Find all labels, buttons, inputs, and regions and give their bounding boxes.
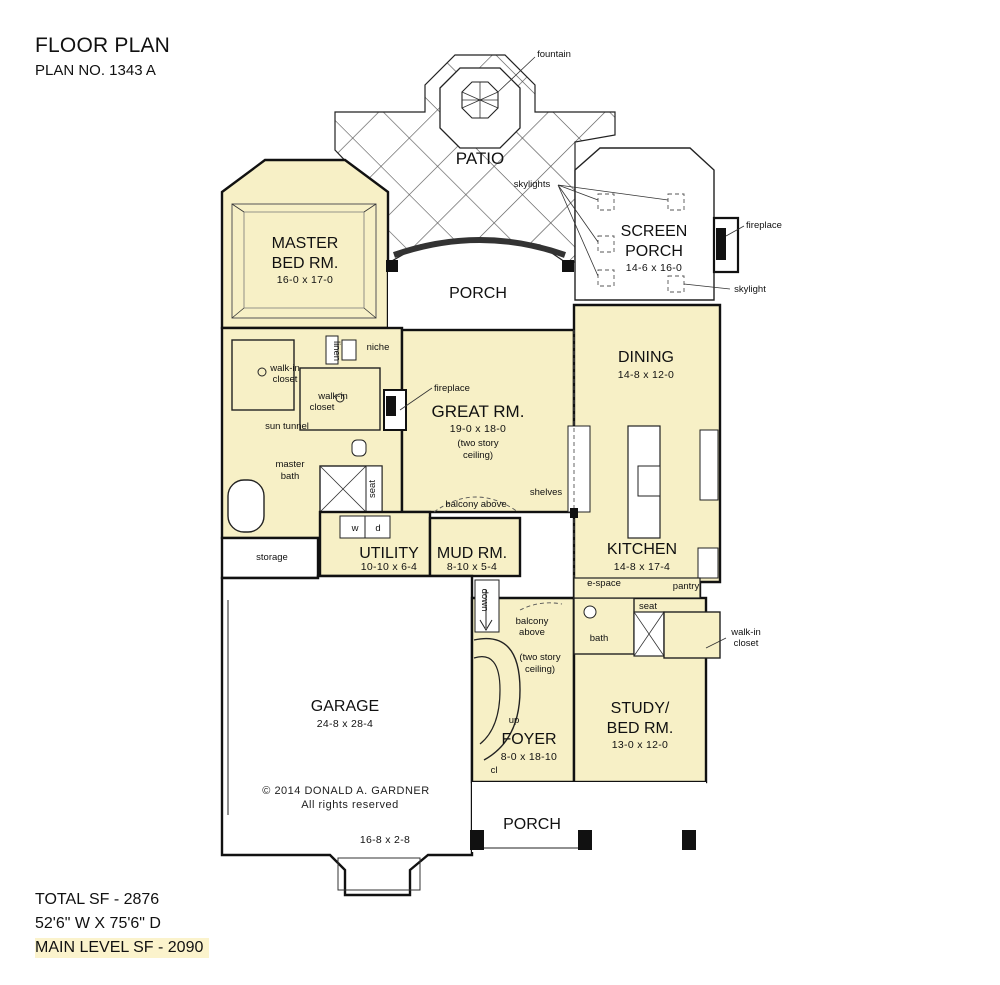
- study-label-1: STUDY/: [611, 700, 670, 717]
- screen-porch-label-1: SCREEN: [621, 223, 688, 240]
- master-bath-label-a: master: [275, 459, 304, 470]
- copyright-line-1: © 2014 DONALD A. GARDNER: [262, 785, 429, 797]
- foyer-note-1: (two story: [519, 652, 560, 663]
- rear-porch: [388, 262, 573, 330]
- garage: [220, 574, 474, 897]
- walk-in-closet-1-a: walk-in: [269, 363, 300, 374]
- stair-up-label: up: [509, 715, 520, 726]
- garage-bay-dims: 16-8 x 2-8: [360, 834, 410, 846]
- overall-dimensions: 52'6" W X 75'6" D: [35, 915, 161, 932]
- great-room-note-1: (two story: [457, 438, 498, 449]
- balcony-label-a: balcony: [516, 616, 549, 627]
- master-bath-label-b: bath: [281, 471, 300, 482]
- screen-porch: [574, 147, 740, 301]
- mud-room-label: MUD RM.: [437, 545, 507, 562]
- balcony-label-b: above: [519, 627, 545, 638]
- great-room-dims: 19-0 x 18-0: [450, 423, 506, 435]
- dining-kitchen: [567, 303, 722, 612]
- bath-seat-label: seat: [367, 480, 378, 498]
- plan-number: PLAN NO. 1343 A: [35, 62, 156, 79]
- dryer-label: d: [375, 523, 380, 534]
- shelves-label: shelves: [530, 487, 562, 498]
- utility-dims: 10-10 x 6-4: [361, 561, 417, 573]
- walk-in-closet-3-a: walk-in: [730, 627, 761, 638]
- fireplace-porch-label: fireplace: [746, 220, 782, 231]
- walk-in-closet-3-b: closet: [734, 638, 759, 649]
- study-bed-room: [572, 577, 721, 784]
- master-bed-label-1: MASTER: [272, 235, 339, 252]
- kitchen-label: KITCHEN: [607, 541, 677, 558]
- walk-in-closet-2-a: walk-in: [317, 391, 348, 402]
- washer-label: w: [351, 523, 359, 534]
- master-bed-dims: 16-0 x 17-0: [277, 274, 333, 286]
- screen-porch-dims: 14-6 x 16-0: [626, 262, 682, 274]
- rear-porch-label: PORCH: [449, 285, 507, 302]
- main-level-sf: MAIN LEVEL SF - 2090: [35, 938, 210, 958]
- study-dims: 13-0 x 12-0: [612, 739, 668, 751]
- kitchen-dims: 14-8 x 17-4: [614, 561, 670, 573]
- utility-mud: [318, 510, 522, 578]
- front-porch: [470, 782, 706, 852]
- utility-label: UTILITY: [359, 545, 419, 562]
- foyer-label: FOYER: [501, 731, 556, 748]
- bath-label: bath: [590, 633, 609, 644]
- master-suite-block: [220, 326, 404, 540]
- great-room-label: GREAT RM.: [432, 402, 525, 421]
- total-sf: TOTAL SF - 2876: [35, 891, 160, 908]
- mud-room-dims: 8-10 x 5-4: [447, 561, 497, 573]
- fireplace-porch: [716, 228, 726, 260]
- fountain-label: fountain: [537, 49, 571, 60]
- e-space-label: e-space: [587, 578, 621, 589]
- linen-label: linen: [331, 341, 342, 361]
- stair-down-label: down: [479, 589, 490, 612]
- walk-in-closet-2-b: closet: [310, 402, 335, 413]
- foyer-note-2: ceiling): [525, 664, 555, 675]
- master-bed-label-2: BED RM.: [272, 255, 339, 272]
- skylight-label: skylight: [734, 284, 766, 295]
- walk-in-closet-1-b: closet: [273, 374, 298, 385]
- storage-label: storage: [256, 552, 288, 563]
- foyer-dims: 8-0 x 18-10: [501, 751, 557, 763]
- dining-label: DINING: [618, 349, 674, 366]
- garage-dims: 24-8 x 28-4: [317, 718, 373, 730]
- balcony-above-label: balcony above: [445, 499, 506, 510]
- great-room-note-2: ceiling): [463, 450, 493, 461]
- study-seat-label: seat: [639, 601, 657, 612]
- sun-tunnel-label: sun tunnel: [265, 421, 309, 432]
- great-room: [383, 328, 576, 514]
- pantry-label: pantry: [673, 581, 700, 592]
- closet-cl-label: cl: [491, 765, 498, 776]
- study-label-2: BED RM.: [607, 720, 674, 737]
- fireplace-great-room: [386, 396, 396, 416]
- patio-label: PATIO: [456, 149, 505, 168]
- screen-porch-label-2: PORCH: [625, 243, 683, 260]
- niche-label: niche: [367, 342, 390, 353]
- fireplace-great-label: fireplace: [434, 383, 470, 394]
- front-porch-label: PORCH: [503, 816, 561, 833]
- plan-title: FLOOR PLAN: [35, 34, 171, 57]
- dining-dims: 14-8 x 12-0: [618, 369, 674, 381]
- skylights-label: skylights: [514, 179, 551, 190]
- copyright-line-2: All rights reserved: [301, 799, 399, 811]
- garage-label: GARAGE: [311, 698, 379, 715]
